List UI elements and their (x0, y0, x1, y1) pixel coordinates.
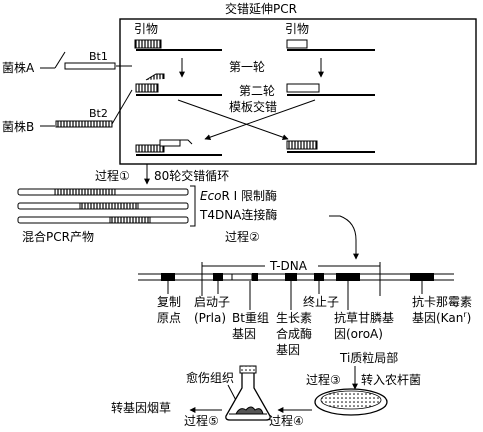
kan-gene-block (410, 273, 434, 281)
bt1-label: Bt1 (89, 50, 108, 63)
strain-a-label: 菌株A (2, 60, 35, 75)
extension-right-1 (286, 83, 320, 93)
auxin-label-2: 合成酶 (276, 326, 312, 341)
process2-label: 过程② (225, 229, 260, 244)
bt1-gene-bar (64, 62, 116, 70)
dish-medium (320, 390, 382, 410)
flask-body (225, 371, 271, 421)
bt2-to-box (111, 89, 133, 125)
flask-stopper (239, 365, 257, 374)
oroa-label-2: 因(oroA) (334, 327, 383, 341)
process3-label: 过程③ (306, 372, 341, 387)
switch-arrow-right-to-left (204, 99, 316, 141)
strain-b-label: 菌株B (2, 119, 34, 134)
enzyme-ecori: EcoR I 限制酶 (200, 188, 277, 203)
primer-right-block (286, 39, 308, 49)
round2-label-line2: 模板交错 (229, 99, 277, 114)
tdna-label: T-DNA (269, 259, 308, 273)
bt2-gene-bar (55, 120, 113, 128)
auxin-label-1: 生长素 (276, 311, 312, 325)
ori-label-2: 原点 (157, 311, 181, 325)
primer-left-block (134, 39, 162, 49)
strain-a-to-bt1 (54, 51, 66, 69)
process1-cycles: 80轮交错循环 (154, 168, 229, 183)
products-bracket (190, 185, 196, 227)
primer-right-label: 引物 (285, 22, 309, 36)
pcr-product-3 (17, 216, 189, 224)
round2-label-line1: 第二轮 (239, 84, 275, 98)
recombined-left-a (135, 144, 165, 153)
process5-label: 过程⑤ (184, 413, 219, 428)
promoter-label-1: 启动子 (194, 295, 230, 309)
round1-label: 第一轮 (229, 60, 265, 74)
ti-label: Ti质粒局部 (339, 350, 398, 365)
recombined-right-a (286, 140, 318, 150)
strain-a-group: 菌株A Bt1 (2, 50, 132, 75)
process2-arrow (329, 215, 359, 260)
auxin-gene-block (285, 273, 297, 281)
recombined-left-hook (180, 139, 193, 145)
ti-plasmid-map (138, 273, 454, 281)
pcr-product-1-seg (54, 188, 116, 196)
culture-flask (225, 365, 271, 421)
primer-left-label: 引物 (134, 22, 158, 36)
extension-left-1 (135, 83, 159, 93)
mix-label: 混合PCR产物 (22, 229, 94, 244)
kan-label-1: 抗卡那霉素 (412, 294, 472, 309)
ori-block (161, 273, 175, 281)
box-title: 交错延伸PCR (225, 1, 297, 16)
process4-label: 过程④ (269, 413, 304, 428)
mixed-pcr-products (17, 188, 189, 224)
callus-mass (235, 406, 264, 415)
promoter-block (213, 273, 223, 281)
ori-label-1: 复制 (157, 295, 181, 309)
strain-b-group: 菌株B Bt2 (2, 89, 133, 134)
agro-label: 转入农杆菌 (361, 372, 421, 387)
terminator-label: 终止子 (303, 294, 339, 309)
recombined-left-b (159, 139, 181, 147)
enzyme-ligase: T4DNA连接酶 (199, 207, 277, 222)
callus-label: 愈伤组织 (186, 370, 234, 385)
process1-label: 过程① (95, 168, 130, 183)
bt-label-2: 基因 (232, 327, 256, 341)
pcr-product-3-seg (109, 216, 151, 224)
bt-gene-block-2 (252, 273, 258, 281)
auxin-label-3: 基因 (276, 343, 300, 357)
terminator-block (314, 273, 324, 281)
oroa-label-1: 抗草甘膦基 (334, 310, 394, 325)
bt-gene-block (231, 273, 253, 281)
oroa-gene-block (336, 273, 360, 281)
petri-dish (314, 388, 388, 416)
staggered-pcr-box (119, 18, 477, 165)
bt2-label: Bt2 (89, 107, 108, 120)
kan-label-2: 基因(Kanr) (412, 310, 471, 325)
extension-left-hook (145, 73, 165, 81)
tobacco-label: 转基因烟草 (111, 400, 171, 415)
switch-arrow-left-to-right (177, 99, 289, 141)
bt-label-1: Bt重组 (232, 311, 269, 325)
pcr-product-2-seg (79, 202, 139, 210)
promoter-label-2: (Prla) (194, 311, 226, 325)
